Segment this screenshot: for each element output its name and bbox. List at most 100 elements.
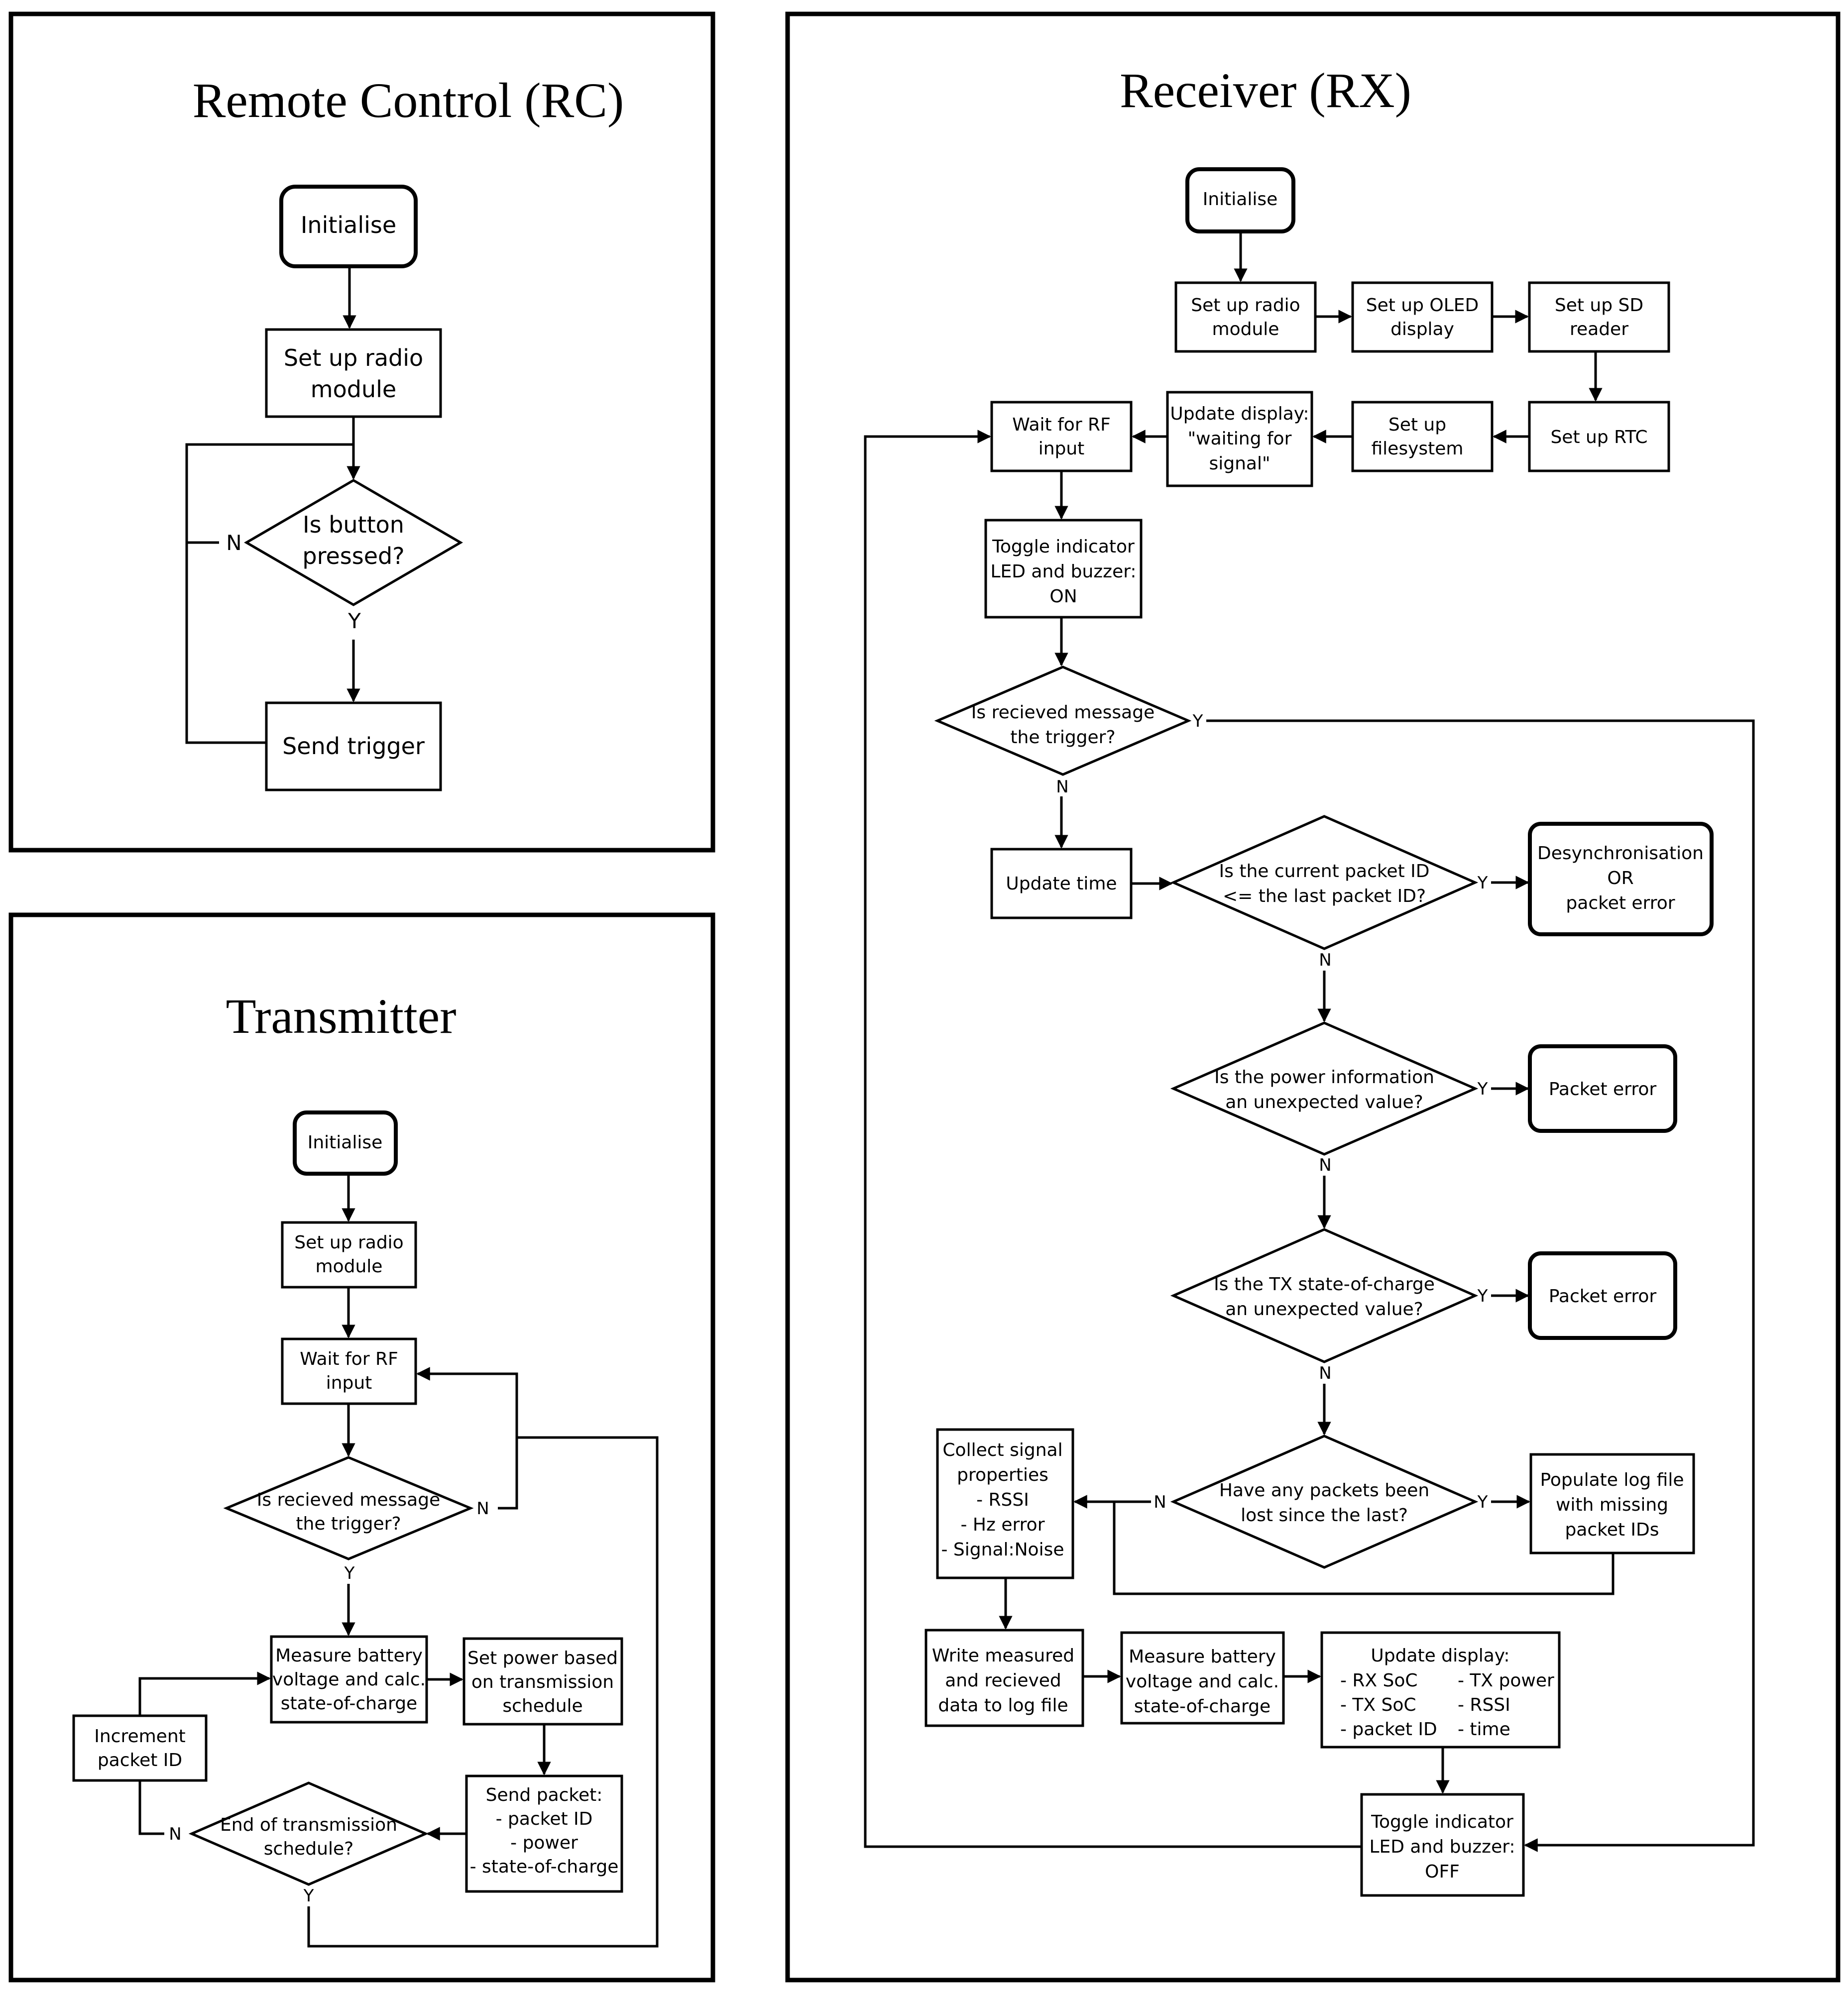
rc-button-decision-node: Is button pressed? bbox=[244, 479, 463, 606]
rx-update-display-rssi: - RSSI bbox=[1458, 1695, 1510, 1715]
rx-label-n-packet-id: N bbox=[1319, 950, 1331, 970]
rx-setup-sd-line1: Set up SD bbox=[1555, 295, 1643, 316]
tx-trigger-decision-line1: Is recieved message bbox=[257, 1490, 440, 1510]
rx-setup-radio-node: Set up radio module bbox=[1174, 281, 1317, 353]
rx-edge-trigger-yes-toggle-off bbox=[1206, 719, 1755, 1852]
rx-label-n-soc: N bbox=[1319, 1363, 1331, 1383]
rx-write-log-line3: data to log file bbox=[938, 1695, 1068, 1716]
rx-update-time-label: Update time bbox=[1006, 874, 1117, 894]
rc-setup-radio-line2: module bbox=[311, 376, 396, 403]
rc-setup-radio-node: Set up radio module bbox=[265, 328, 442, 418]
rx-setup-radio-line2: module bbox=[1212, 319, 1279, 339]
rx-soc-decision-line2: an unexpected value? bbox=[1225, 1299, 1423, 1320]
tx-setup-radio-node: Set up radio module bbox=[281, 1221, 417, 1289]
rx-trigger-decision-line2: the trigger? bbox=[1010, 727, 1115, 748]
rx-label-n-trigger: N bbox=[1056, 777, 1068, 797]
rx-trigger-decision-node: Is recieved message the trigger? bbox=[934, 665, 1192, 776]
rx-populate-log-line3: packet IDs bbox=[1565, 1520, 1659, 1540]
tx-title: Transmitter bbox=[226, 989, 457, 1044]
rx-update-display-rx-soc: - RX SoC bbox=[1340, 1670, 1418, 1691]
rx-wait-rf-line1: Wait for RF bbox=[1012, 415, 1111, 435]
rx-setup-filesystem-line1: Set up bbox=[1388, 415, 1446, 435]
rx-packet-id-decision-line2: <= the last packet ID? bbox=[1223, 886, 1426, 906]
tx-set-power-node: Set power based on transmission schedule bbox=[462, 1637, 623, 1726]
rx-label-n-lost: N bbox=[1154, 1492, 1166, 1512]
tx-edge-increment-measure bbox=[138, 1671, 271, 1716]
rx-update-waiting-line2: "waiting for bbox=[1188, 429, 1292, 449]
rx-update-display-packet-id: - packet ID bbox=[1340, 1719, 1437, 1740]
rx-label-n-power: N bbox=[1319, 1155, 1331, 1175]
tx-set-power-line2: on transmission bbox=[471, 1672, 614, 1692]
rx-collect-signal-line3: - RSSI bbox=[976, 1490, 1029, 1510]
rx-toggle-on-line3: ON bbox=[1049, 586, 1077, 607]
rx-power-decision-line1: Is the power information bbox=[1214, 1067, 1434, 1088]
rx-wait-rf-line2: input bbox=[1039, 439, 1085, 459]
rx-toggle-off-line3: OFF bbox=[1425, 1862, 1460, 1882]
rx-setup-rtc-node: Set up RTC bbox=[1528, 401, 1670, 472]
rc-button-decision-line2: pressed? bbox=[302, 543, 404, 569]
tx-send-packet-line3: - power bbox=[510, 1833, 578, 1853]
rx-trigger-decision-line1: Is recieved message bbox=[971, 702, 1155, 723]
tx-wait-rf-node: Wait for RF input bbox=[281, 1337, 417, 1405]
rx-toggle-off-node: Toggle indicator LED and buzzer: OFF bbox=[1360, 1793, 1525, 1897]
rx-lost-decision-node: Have any packets been lost since the las… bbox=[1170, 1435, 1479, 1569]
tx-set-power-line1: Set power based bbox=[467, 1648, 618, 1668]
rc-initialise-label: Initialise bbox=[301, 212, 396, 238]
rx-packet-id-decision-line1: Is the current packet ID bbox=[1219, 861, 1430, 882]
rx-packet-id-decision-node: Is the current packet ID <= the last pac… bbox=[1170, 815, 1479, 950]
tx-label-y-end: Y bbox=[303, 1886, 314, 1906]
rx-measure-battery-line2: voltage and calc. bbox=[1126, 1671, 1279, 1692]
rx-update-waiting-node: Update display: "waiting for signal" bbox=[1166, 391, 1313, 487]
tx-end-decision-line2: schedule? bbox=[264, 1839, 353, 1859]
rx-update-display-tx-soc: - TX SoC bbox=[1340, 1695, 1416, 1715]
rx-packet-error-1-label: Packet error bbox=[1549, 1079, 1657, 1100]
rx-toggle-on-line2: LED and buzzer: bbox=[990, 561, 1136, 582]
rx-wait-rf-node: Wait for RF input bbox=[990, 401, 1133, 472]
rx-setup-sd-node: Set up SD reader bbox=[1528, 281, 1670, 353]
rx-toggle-on-node: Toggle indicator LED and buzzer: ON bbox=[984, 519, 1143, 619]
rx-collect-signal-node: Collect signal properties - RSSI - Hz er… bbox=[936, 1428, 1074, 1579]
rx-setup-filesystem-line2: filesystem bbox=[1372, 439, 1464, 459]
rx-packet-error-1-node: Packet error bbox=[1528, 1044, 1677, 1133]
tx-initialise-node: Initialise bbox=[293, 1110, 398, 1176]
tx-wait-rf-line1: Wait for RF bbox=[300, 1349, 398, 1369]
tx-edge-end-increment bbox=[138, 1780, 164, 1835]
rc-initialise-node: Initialise bbox=[279, 185, 418, 268]
rx-setup-radio-line1: Set up radio bbox=[1191, 295, 1300, 316]
rx-initialise-node: Initialise bbox=[1185, 167, 1295, 233]
rx-measure-battery-line1: Measure battery bbox=[1129, 1647, 1276, 1667]
tx-end-decision-node: End of transmission schedule? bbox=[188, 1781, 429, 1886]
tx-send-packet-node: Send packet: - packet ID - power - state… bbox=[465, 1774, 623, 1893]
tx-increment-line1: Increment bbox=[94, 1726, 186, 1747]
rx-label-y-trigger: Y bbox=[1192, 711, 1203, 731]
rx-populate-log-line2: with missing bbox=[1556, 1495, 1668, 1515]
rx-collect-signal-line5: - Signal:Noise bbox=[941, 1540, 1064, 1560]
rc-send-trigger-node: Send trigger bbox=[265, 701, 442, 791]
rx-initialise-label: Initialise bbox=[1203, 189, 1278, 210]
tx-trigger-decision-node: Is recieved message the trigger? bbox=[223, 1456, 474, 1560]
rx-update-display-time: - time bbox=[1458, 1719, 1510, 1740]
rx-update-waiting-line1: Update display: bbox=[1170, 404, 1309, 424]
rx-title: Receiver (RX) bbox=[1120, 63, 1411, 118]
rx-write-log-line2: and recieved bbox=[945, 1670, 1061, 1691]
rx-update-waiting-line3: signal" bbox=[1209, 453, 1270, 474]
tx-initialise-label: Initialise bbox=[308, 1132, 383, 1153]
rx-collect-signal-line2: properties bbox=[957, 1465, 1048, 1485]
rx-measure-battery-node: Measure battery voltage and calc. state-… bbox=[1120, 1631, 1285, 1725]
rx-setup-rtc-label: Set up RTC bbox=[1550, 427, 1647, 447]
rx-soc-decision-line1: Is the TX state-of-charge bbox=[1214, 1274, 1435, 1295]
rx-setup-filesystem-node: Set up filesystem bbox=[1351, 401, 1494, 472]
tx-label-y-trigger: Y bbox=[344, 1563, 355, 1583]
rx-desync-line2: OR bbox=[1607, 868, 1633, 888]
rc-send-trigger-label: Send trigger bbox=[282, 733, 425, 760]
tx-setup-radio-line2: module bbox=[316, 1256, 383, 1277]
rx-populate-log-line1: Populate log file bbox=[1540, 1470, 1684, 1490]
rc-button-decision-line1: Is button bbox=[303, 511, 404, 538]
tx-measure-battery-line3: state-of-charge bbox=[281, 1693, 417, 1714]
rx-desync-line3: packet error bbox=[1566, 893, 1675, 913]
rx-desync-line1: Desynchronisation bbox=[1537, 843, 1704, 864]
rx-label-y-lost: Y bbox=[1477, 1492, 1488, 1512]
tx-edge-end-yes-loop bbox=[307, 1436, 659, 1948]
rx-collect-signal-line4: - Hz error bbox=[961, 1515, 1045, 1535]
